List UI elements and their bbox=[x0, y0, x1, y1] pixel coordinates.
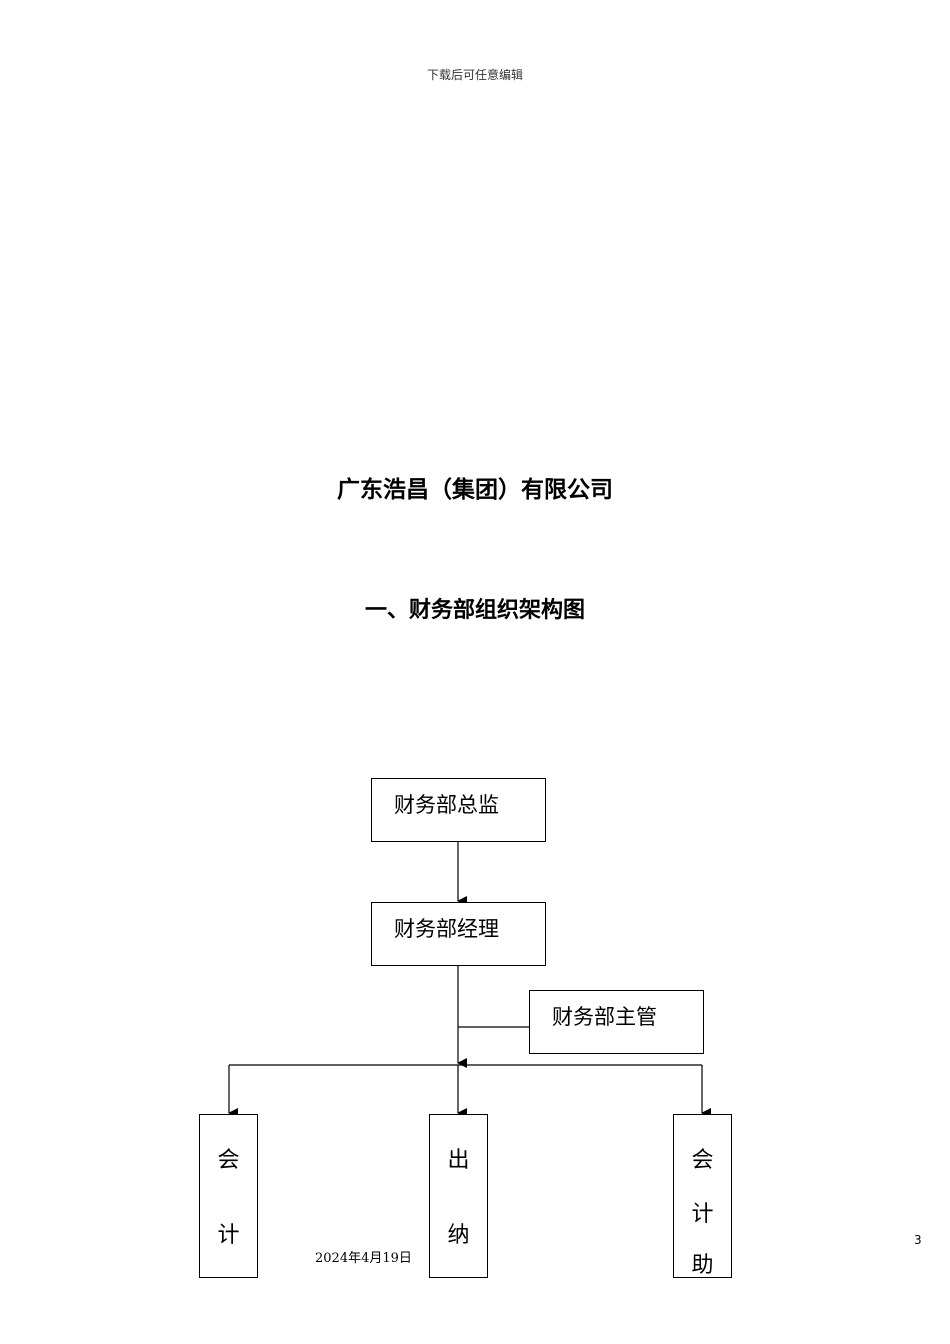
box-accountant-char-1: 会 bbox=[217, 1148, 240, 1173]
company-title: 广东浩昌（集团）有限公司 bbox=[337, 477, 613, 503]
header-note: 下载后可任意编辑 bbox=[426, 68, 523, 82]
box-assistant-char-3: 助 bbox=[691, 1253, 714, 1278]
box-finance-supervisor: 财务部主管 bbox=[529, 990, 704, 1054]
page-number: 3 bbox=[914, 1233, 922, 1247]
box-accounting-assistant: 会 计 助 bbox=[673, 1114, 732, 1278]
box-accountant-char-2: 计 bbox=[217, 1223, 240, 1248]
box-finance-director: 财务部总监 bbox=[371, 778, 546, 842]
box-accountant: 会 计 bbox=[199, 1114, 258, 1278]
box-cashier-char-1: 出 bbox=[447, 1148, 470, 1173]
box-finance-director-label: 财务部总监 bbox=[394, 793, 499, 817]
box-assistant-char-2: 计 bbox=[691, 1202, 714, 1227]
box-finance-manager: 财务部经理 bbox=[371, 902, 546, 966]
box-assistant-char-1: 会 bbox=[691, 1148, 714, 1173]
box-finance-manager-label: 财务部经理 bbox=[394, 917, 499, 941]
section-title: 一、财务部组织架构图 bbox=[364, 598, 585, 623]
box-finance-supervisor-label: 财务部主管 bbox=[552, 1005, 657, 1029]
footer-date: 2024年4月19日 bbox=[315, 1251, 412, 1266]
box-cashier-char-2: 纳 bbox=[447, 1223, 470, 1248]
box-cashier: 出 纳 bbox=[429, 1114, 488, 1278]
